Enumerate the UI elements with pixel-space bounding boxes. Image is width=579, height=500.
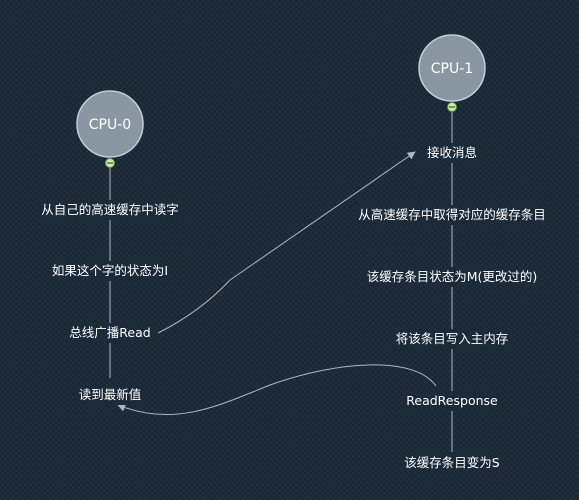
read-response-arrow [117, 364, 437, 416]
cpu1-step-write-memory[interactable]: 将该条目写入主内存 [391, 329, 513, 349]
cpu1-step-read-response[interactable]: ReadResponse [402, 391, 502, 411]
cpu1-step-state-shared[interactable]: 该缓存条目变为S [400, 453, 504, 473]
cpu1-node-circle[interactable] [418, 34, 486, 102]
read-request-arrow [157, 151, 416, 334]
cpu1-title: CPU-1 [430, 61, 474, 77]
cpu0-step-read-latest[interactable]: 读到最新值 [74, 385, 146, 405]
cpu0-step-read-own-cache[interactable]: 从自己的高速缓存中读字 [37, 200, 183, 220]
cpu1-step-state-modified[interactable]: 该缓存条目状态为M(更改过的) [362, 267, 542, 287]
cpu0-step-bus-read[interactable]: 总线广播Read [65, 323, 155, 343]
cpu1-collapse-icon[interactable] [447, 102, 457, 112]
cpu1-step-receive-message[interactable]: 接收消息 [422, 143, 482, 163]
cpu0-collapse-icon[interactable] [105, 158, 115, 168]
cpu1-step-fetch-entry[interactable]: 从高速缓存中取得对应的缓存条目 [354, 205, 550, 225]
cpu0-node-circle[interactable] [76, 90, 144, 158]
cpu0-title: CPU-0 [88, 117, 132, 133]
cpu0-step-check-invalid[interactable]: 如果这个字的状态为I [47, 261, 173, 281]
